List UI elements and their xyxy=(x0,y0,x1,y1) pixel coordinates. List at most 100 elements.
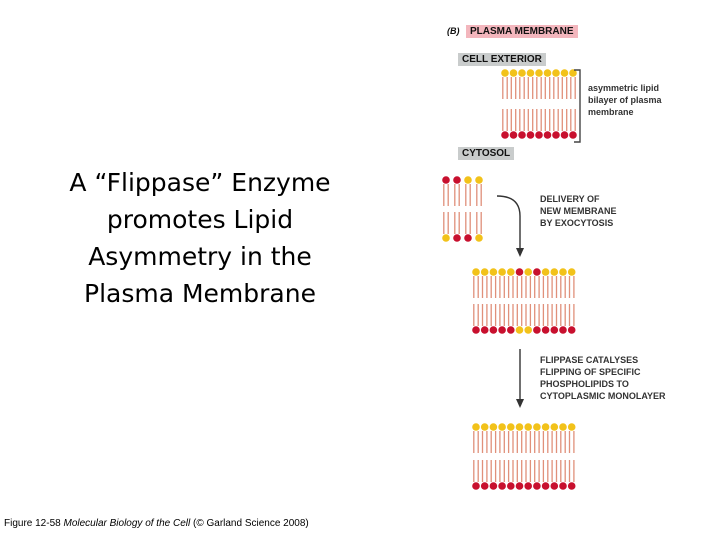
lipid-tail xyxy=(510,109,517,131)
lipid-tail xyxy=(454,184,460,206)
outer-lipid-head xyxy=(533,268,541,276)
title-line-1: A “Flippase” Enzyme xyxy=(69,168,331,197)
bracket-note-line-1: asymmetric lipid xyxy=(588,83,660,93)
inner-lipid-head xyxy=(515,482,524,490)
lipid-tail xyxy=(542,431,549,453)
inner-lipid-head xyxy=(526,131,535,139)
inner-lipid-head xyxy=(480,326,489,334)
outer-lipid-head xyxy=(509,69,518,77)
step2-note-line-3: PHOSPHOLIPIDS TO xyxy=(540,379,629,389)
outer-lipid-head xyxy=(464,176,472,184)
lipid-tail xyxy=(560,276,566,298)
lipid-tail xyxy=(507,460,514,482)
step2-note: FLIPPASE CATALYSES FLIPPING OF SPECIFIC … xyxy=(540,354,666,402)
outer-lipid-head xyxy=(541,423,550,431)
exocytosis-arrow xyxy=(496,195,521,250)
lipid-tail xyxy=(551,431,558,453)
outer-lipid-head xyxy=(475,176,483,184)
lipid-tail xyxy=(481,431,488,453)
lipid-tail xyxy=(519,109,525,131)
outer-lipid-head xyxy=(498,268,506,276)
lipid-tail xyxy=(570,77,576,99)
lipid-tail xyxy=(561,77,568,99)
lipid-tail xyxy=(525,304,532,326)
inner-lipid-head xyxy=(480,482,489,490)
lipid-tail xyxy=(542,460,549,482)
lipid-tail xyxy=(551,276,558,298)
inner-lipid-head xyxy=(507,482,515,490)
lipid-tail xyxy=(507,431,514,453)
outer-lipid-head xyxy=(567,423,576,431)
outer-lipid-head xyxy=(552,69,560,77)
step1-note-line-2: NEW MEMBRANE xyxy=(540,206,617,216)
lipid-tail xyxy=(536,109,542,131)
outer-lipid-head xyxy=(507,423,515,431)
outer-lipid-head xyxy=(524,423,532,431)
lipid-tail xyxy=(525,276,532,298)
outer-lipid-head xyxy=(518,69,526,77)
lipid-tail xyxy=(502,109,508,131)
lipid-tail xyxy=(553,109,559,131)
flippase-arrowhead xyxy=(516,399,524,408)
lipid-tail xyxy=(490,304,497,326)
lipid-tail xyxy=(542,304,549,326)
lipid-tail xyxy=(499,431,505,453)
lipid-tail xyxy=(476,212,482,234)
inner-lipid-head xyxy=(515,326,524,334)
inner-lipid-head xyxy=(524,482,532,490)
lipid-tail xyxy=(490,460,497,482)
lipid-tail xyxy=(476,184,482,206)
lipid-tail xyxy=(473,460,479,482)
slide-title: A “Flippase” Enzyme promotes Lipid Asymm… xyxy=(40,164,360,312)
inner-lipid-head xyxy=(533,482,541,490)
outer-lipid-head xyxy=(472,423,480,431)
inner-lipid-head xyxy=(518,131,526,139)
lipid-tail xyxy=(490,276,497,298)
outer-lipid-head xyxy=(453,176,461,184)
outer-lipid-head xyxy=(489,423,498,431)
outer-lipid-head xyxy=(515,268,524,276)
lipid-tail xyxy=(551,460,558,482)
outer-lipid-head xyxy=(489,268,498,276)
panel-title: PLASMA MEMBRANE xyxy=(466,25,578,38)
outer-lipid-head xyxy=(498,423,506,431)
lipid-tail xyxy=(560,304,566,326)
inner-lipid-head xyxy=(501,131,509,139)
inner-lipid-head xyxy=(552,131,560,139)
inner-lipid-head xyxy=(559,482,567,490)
inner-lipid-head xyxy=(560,131,569,139)
step1-note: DELIVERY OF NEW MEMBRANE BY EXOCYTOSIS xyxy=(540,193,617,229)
lipid-tail xyxy=(481,460,488,482)
outer-lipid-head xyxy=(567,268,576,276)
lipid-tail xyxy=(516,460,523,482)
lipid-tail xyxy=(568,276,575,298)
lipid-tail xyxy=(473,431,479,453)
lipid-tail xyxy=(481,304,488,326)
inner-lipid-head xyxy=(442,234,450,242)
plasma-membrane-bilayer xyxy=(501,69,577,139)
step1-note-line-1: DELIVERY OF xyxy=(540,194,600,204)
outer-lipid-head xyxy=(501,69,509,77)
lipid-tail xyxy=(507,276,514,298)
outer-lipid-head xyxy=(526,69,535,77)
inner-lipid-head xyxy=(567,482,576,490)
outer-lipid-head xyxy=(507,268,515,276)
outer-lipid-head xyxy=(569,69,577,77)
inner-lipid-head xyxy=(498,482,506,490)
inner-lipid-head xyxy=(489,482,498,490)
outer-lipid-head xyxy=(559,423,567,431)
lipid-tail xyxy=(499,304,505,326)
lipid-tail xyxy=(542,276,549,298)
lipid-tail xyxy=(443,212,449,234)
lipid-tail xyxy=(454,212,460,234)
lipid-tail xyxy=(568,431,575,453)
flipped-membrane-bilayer xyxy=(472,423,576,490)
figure-caption: Figure 12-58 Molecular Biology of the Ce… xyxy=(4,518,309,529)
inner-lipid-head xyxy=(524,326,532,334)
lipid-tail xyxy=(465,184,471,206)
lipid-tail xyxy=(534,304,540,326)
inner-lipid-head xyxy=(507,326,515,334)
outer-lipid-head xyxy=(533,423,541,431)
lipid-tail xyxy=(534,276,540,298)
